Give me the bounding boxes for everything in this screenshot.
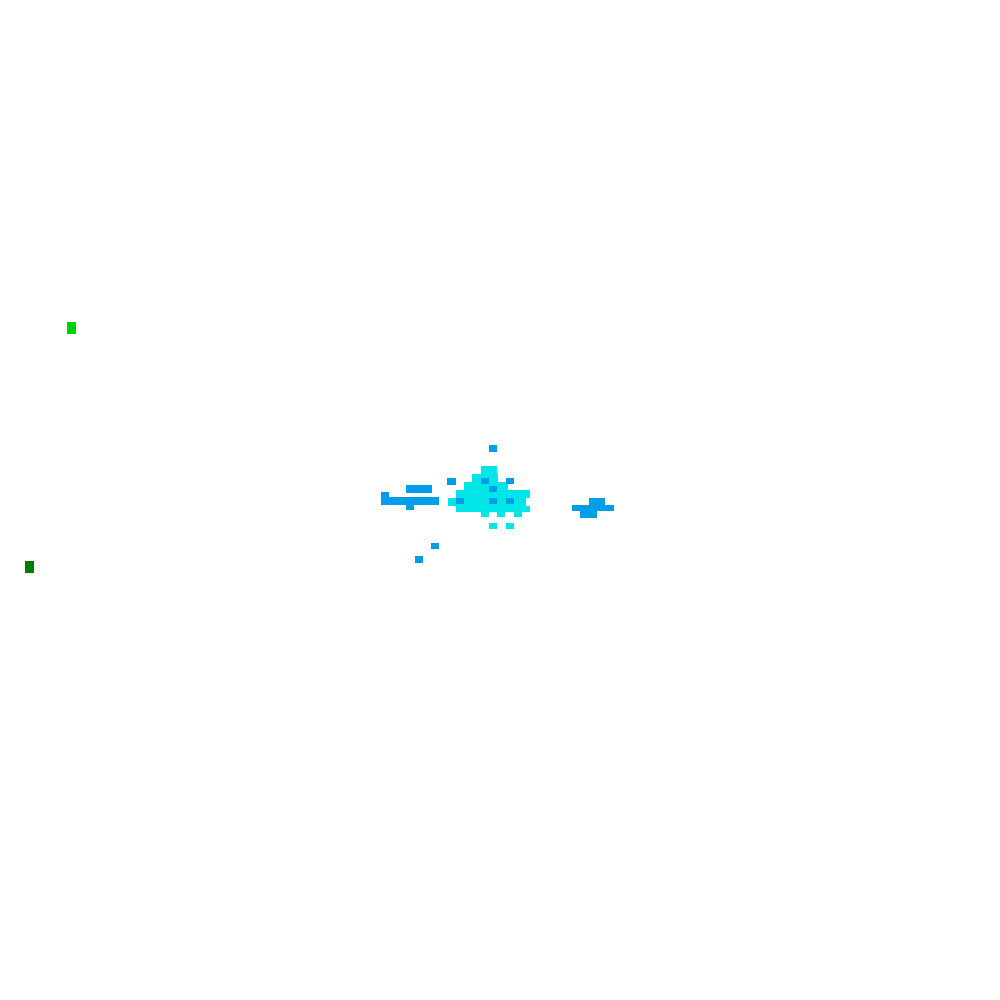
echo-cell — [381, 497, 439, 505]
echo-cell — [489, 445, 497, 452]
echo-cell — [506, 498, 514, 504]
echo-cell — [481, 478, 489, 484]
echo-cell — [580, 510, 597, 518]
echo-cell — [464, 482, 508, 490]
echo-cell — [589, 498, 605, 506]
echo-cell — [67, 322, 76, 334]
echo-cell — [456, 506, 530, 512]
echo-cell — [489, 486, 497, 492]
echo-cell — [456, 490, 530, 498]
echo-cell — [497, 512, 505, 517]
echo-cell — [448, 498, 526, 506]
echo-cell — [489, 498, 497, 504]
echo-cell — [381, 492, 389, 498]
echo-cell — [406, 504, 414, 510]
echo-cell — [514, 512, 522, 517]
echo-cell — [481, 512, 489, 517]
echo-cell — [572, 505, 614, 511]
echo-cell — [506, 523, 514, 529]
echo-cell — [415, 556, 423, 563]
echo-cell — [25, 561, 34, 573]
echo-cell — [431, 543, 439, 549]
echo-cell — [447, 478, 456, 485]
echo-cell — [481, 466, 497, 474]
echo-cell — [406, 485, 432, 493]
echo-cell — [489, 523, 497, 529]
echo-cell — [506, 478, 514, 484]
echo-cell — [456, 498, 464, 504]
